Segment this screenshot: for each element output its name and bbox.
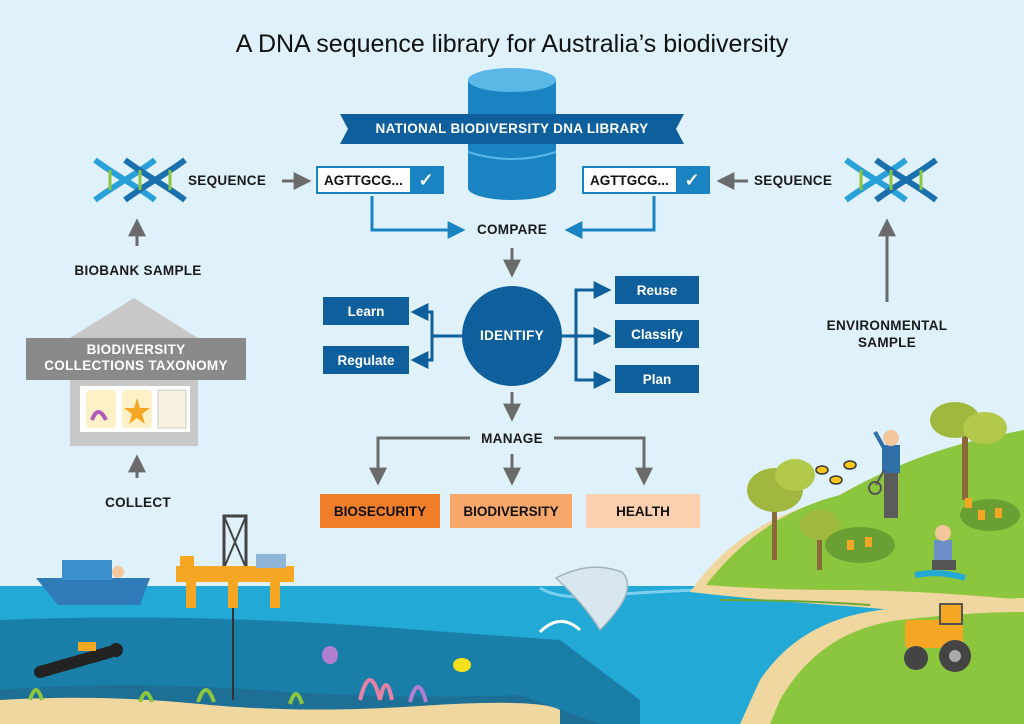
boat-icon — [36, 560, 150, 605]
collections-label-line2: COLLECTIONS TAXONOMY — [44, 358, 228, 373]
outcome-regulate: Regulate — [323, 346, 409, 374]
tractor-icon — [904, 603, 971, 672]
right-sequence-box: AGTTGCG... ✓ — [582, 166, 710, 194]
oil-rig-icon — [176, 514, 294, 700]
sampler-figure — [914, 525, 966, 581]
manage-health: HEALTH — [586, 494, 700, 528]
collect-label: COLLECT — [105, 495, 171, 510]
manage-biosecurity: BIOSECURITY — [320, 494, 440, 528]
collections-label-line1: BIODIVERSITY — [86, 342, 186, 357]
left-sequence-label: SEQUENCE — [188, 173, 267, 188]
environmental-label-line1: ENVIRONMENTAL — [826, 318, 948, 333]
identify-branches — [410, 281, 612, 389]
manage-biodiversity: BIODIVERSITY — [450, 494, 572, 528]
identify-label: IDENTIFY — [480, 328, 544, 343]
biobank-sample-label: BIOBANK SAMPLE — [74, 263, 202, 278]
bushes — [825, 498, 1020, 563]
dna-helix-icon — [93, 157, 187, 203]
dna-helix-icon — [844, 157, 938, 203]
diver-icon — [34, 642, 123, 678]
compare-label: COMPARE — [476, 222, 548, 237]
identify-node — [462, 286, 562, 386]
check-icon: ✓ — [410, 168, 442, 192]
bee-icon — [815, 460, 857, 485]
researcher-figure — [868, 430, 900, 518]
check-icon: ✓ — [676, 168, 708, 192]
outcome-classify: Classify — [615, 320, 699, 348]
tree-icon — [747, 402, 1007, 570]
page-title: A DNA sequence library for Australia’s b… — [235, 30, 789, 58]
compare-arrows — [370, 196, 656, 239]
whale-icon — [538, 566, 629, 634]
outcome-plan: Plan — [615, 365, 699, 393]
left-sequence-code: AGTTGCG... — [324, 172, 403, 188]
right-sequence-code: AGTTGCG... — [590, 172, 669, 188]
environmental-label-line2: SAMPLE — [857, 335, 917, 350]
reef — [28, 646, 471, 705]
right-sequence-label: SEQUENCE — [754, 173, 833, 188]
flow-arrows — [128, 172, 896, 486]
outcome-reuse: Reuse — [615, 276, 699, 304]
biobank-building-icon — [26, 298, 246, 446]
library-banner — [340, 114, 684, 144]
library-label: NATIONAL BIODIVERSITY DNA LIBRARY — [375, 121, 649, 136]
outcome-learn: Learn — [323, 297, 409, 325]
left-sequence-box: AGTTGCG... ✓ — [316, 166, 444, 194]
manage-label: MANAGE — [481, 431, 543, 446]
